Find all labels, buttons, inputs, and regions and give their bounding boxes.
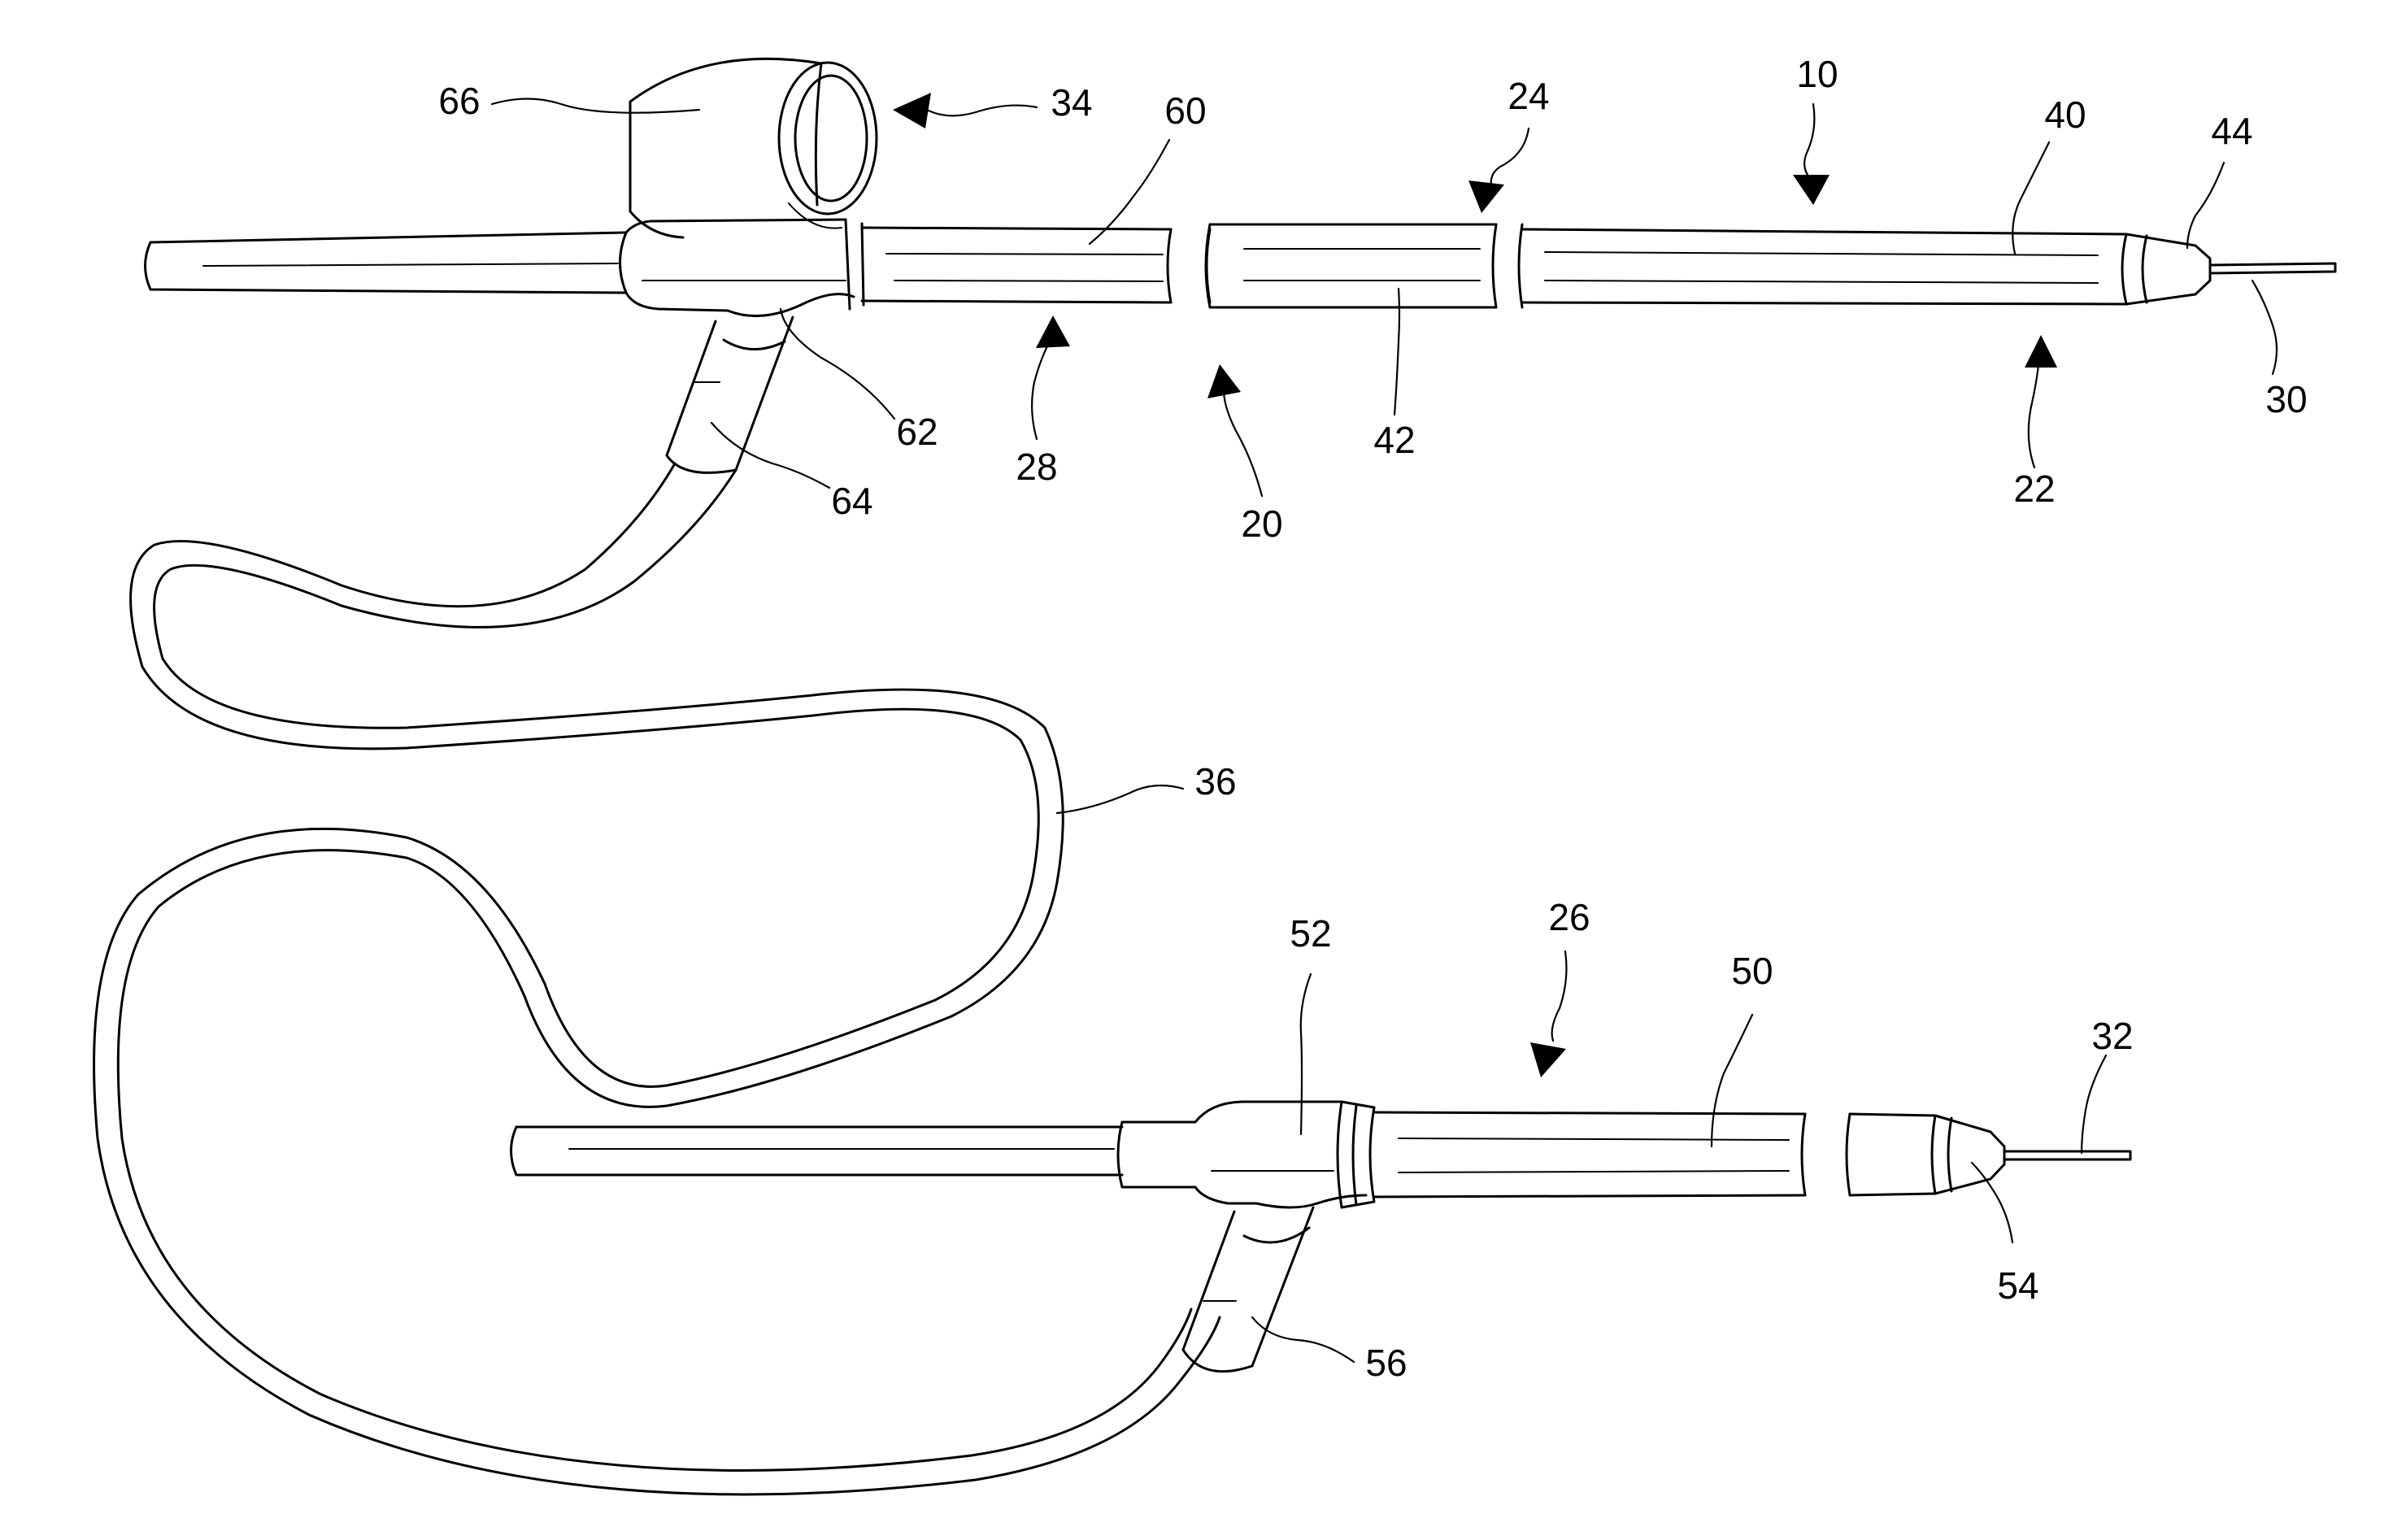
- ref-36: 36: [1194, 760, 1236, 803]
- shaft-segment-42: [1206, 224, 1522, 307]
- ref-28: 28: [1016, 446, 1057, 488]
- ref-20: 20: [1241, 502, 1282, 545]
- arrow-22: [2025, 335, 2057, 368]
- hub-52: [1195, 1102, 1366, 1207]
- ref-32: 32: [2091, 1015, 2133, 1057]
- shaft-50: [1374, 1112, 1935, 1197]
- ref-60: 60: [1164, 89, 1206, 132]
- port-ring-inner: [795, 76, 867, 201]
- shaft-segment-60: [846, 220, 1210, 309]
- ref-66: 66: [438, 80, 480, 122]
- cylinder-housing: [630, 59, 877, 237]
- ref-52: 52: [1290, 912, 1331, 955]
- ref-34: 34: [1051, 81, 1092, 124]
- ref-64: 64: [831, 480, 872, 522]
- ref-40: 40: [2044, 94, 2086, 136]
- ref-22: 22: [2013, 468, 2055, 510]
- ref-26: 26: [1548, 896, 1590, 938]
- shaft-segment-40: [1522, 229, 2126, 304]
- lower-hub-collar: [1118, 1122, 1195, 1187]
- tip-44: [2126, 234, 2210, 304]
- arrow-20: [1207, 364, 1241, 398]
- arrow-10: [1793, 175, 1830, 205]
- arrow-26: [1530, 1042, 1566, 1077]
- ref-62: 62: [896, 411, 938, 453]
- needle-30: [2210, 263, 2335, 273]
- ref-24: 24: [1508, 75, 1549, 117]
- arrow-28: [1036, 315, 1070, 348]
- needle-32: [2004, 1151, 2130, 1159]
- ref-10: 10: [1796, 53, 1838, 95]
- cable-36: [94, 463, 1220, 1494]
- arrow-24: [1468, 181, 1504, 213]
- side-fitting: [667, 317, 793, 472]
- lower-rear-rod: [511, 1127, 1123, 1175]
- upper-rear-rod: [146, 233, 627, 293]
- tip-54: [1935, 1116, 2004, 1194]
- lower-instrument: [511, 1102, 2131, 1372]
- side-fitting-56: [1183, 1207, 1313, 1372]
- port-ring-outer: [779, 63, 877, 214]
- arrow-34: [893, 93, 931, 128]
- ref-54: 54: [1997, 1264, 2038, 1307]
- lower-collar: [1342, 1102, 1374, 1207]
- ref-30: 30: [2265, 378, 2307, 420]
- ref-56: 56: [1365, 1342, 1407, 1384]
- ref-42: 42: [1373, 419, 1415, 461]
- ref-50: 50: [1731, 950, 1773, 992]
- t-hub: [620, 220, 855, 316]
- ref-44: 44: [2211, 110, 2252, 152]
